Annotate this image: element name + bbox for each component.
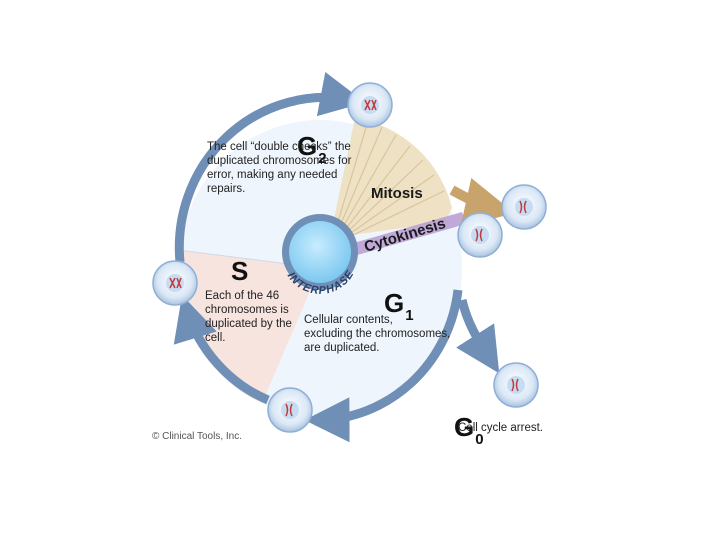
g2-letter: G (297, 131, 318, 161)
cell-s (152, 260, 198, 306)
cell-g0 (493, 362, 539, 408)
g1-subscript: 1 (405, 307, 414, 324)
g2-phase-label: G2 (297, 100, 327, 167)
g0-subscript: 0 (475, 431, 484, 448)
g0-phase-label: G0 (454, 381, 484, 448)
g2-subscript: 2 (318, 150, 327, 167)
g2-description: The cell “double checks” the duplicated … (207, 141, 352, 195)
cell-g2 (347, 82, 393, 128)
g0-letter: G (454, 412, 475, 442)
cycle-ring-arrow-bottom-left (173, 295, 270, 405)
g1-phase-label: G1 (384, 257, 414, 324)
s-description: Each of the 46 chromosomes is duplicated… (205, 290, 292, 344)
cell-daughter-1 (457, 212, 503, 258)
s-phase-label: S (231, 256, 249, 286)
g0-exit-arrow (456, 298, 500, 374)
g1-description: Cellular contents, excluding the chromos… (304, 314, 451, 354)
cell-bottom (267, 387, 313, 433)
mitosis-fan-lines (334, 120, 445, 239)
cytokinesis-band (350, 212, 466, 256)
mitosis-label: Mitosis (371, 185, 423, 202)
copyright-notice: © Clinical Tools, Inc. (152, 431, 242, 442)
cycle-ring-arrow-lower-right (304, 289, 463, 443)
g1-letter: G (384, 288, 405, 318)
cell-daughter-2 (501, 184, 547, 230)
cycle-ring-arrow-to-g2 (174, 72, 366, 263)
g0-description: Cell cycle arrest. (458, 422, 543, 434)
central-nucleus (289, 221, 351, 283)
mitosis-exit-arrow (449, 177, 515, 227)
